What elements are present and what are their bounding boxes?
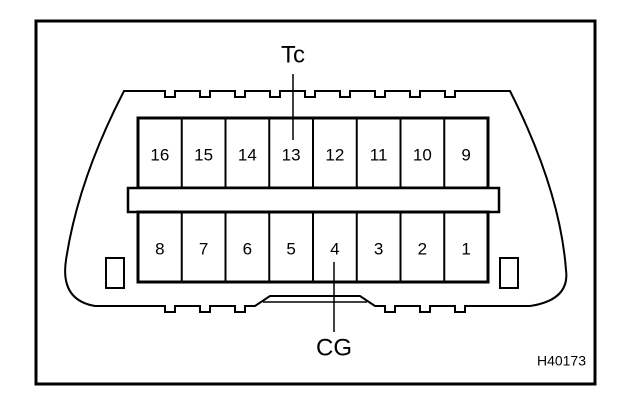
right-tab bbox=[499, 257, 519, 289]
pin-12: 12 bbox=[325, 145, 344, 164]
pin-11: 11 bbox=[370, 145, 388, 164]
pin-5: 5 bbox=[286, 239, 295, 258]
pin-1: 1 bbox=[461, 239, 470, 258]
pin-15: 15 bbox=[194, 145, 213, 164]
top-pin-row: 16 15 14 13 12 11 10 9 bbox=[150, 118, 471, 188]
outer-frame bbox=[34, 19, 597, 386]
pin-16: 16 bbox=[150, 145, 169, 164]
pin-9: 9 bbox=[461, 145, 470, 164]
separator-bar bbox=[126, 186, 501, 214]
pin-10: 10 bbox=[413, 145, 432, 164]
pin-8: 8 bbox=[155, 239, 164, 258]
pin-14: 14 bbox=[238, 145, 257, 164]
pin-4: 4 bbox=[330, 239, 339, 258]
cg-label: CG bbox=[316, 334, 352, 361]
tc-label: Tc bbox=[281, 41, 305, 68]
connector-housing bbox=[64, 90, 568, 313]
bottom-pin-row: 8 7 6 5 4 3 2 1 bbox=[155, 212, 471, 282]
left-tab bbox=[105, 257, 125, 289]
pin-13: 13 bbox=[282, 145, 301, 164]
pin-6: 6 bbox=[243, 239, 252, 258]
pin-2: 2 bbox=[418, 239, 427, 258]
figure-id: H40173 bbox=[537, 353, 586, 369]
pin-3: 3 bbox=[374, 239, 383, 258]
pin-7: 7 bbox=[199, 239, 208, 258]
